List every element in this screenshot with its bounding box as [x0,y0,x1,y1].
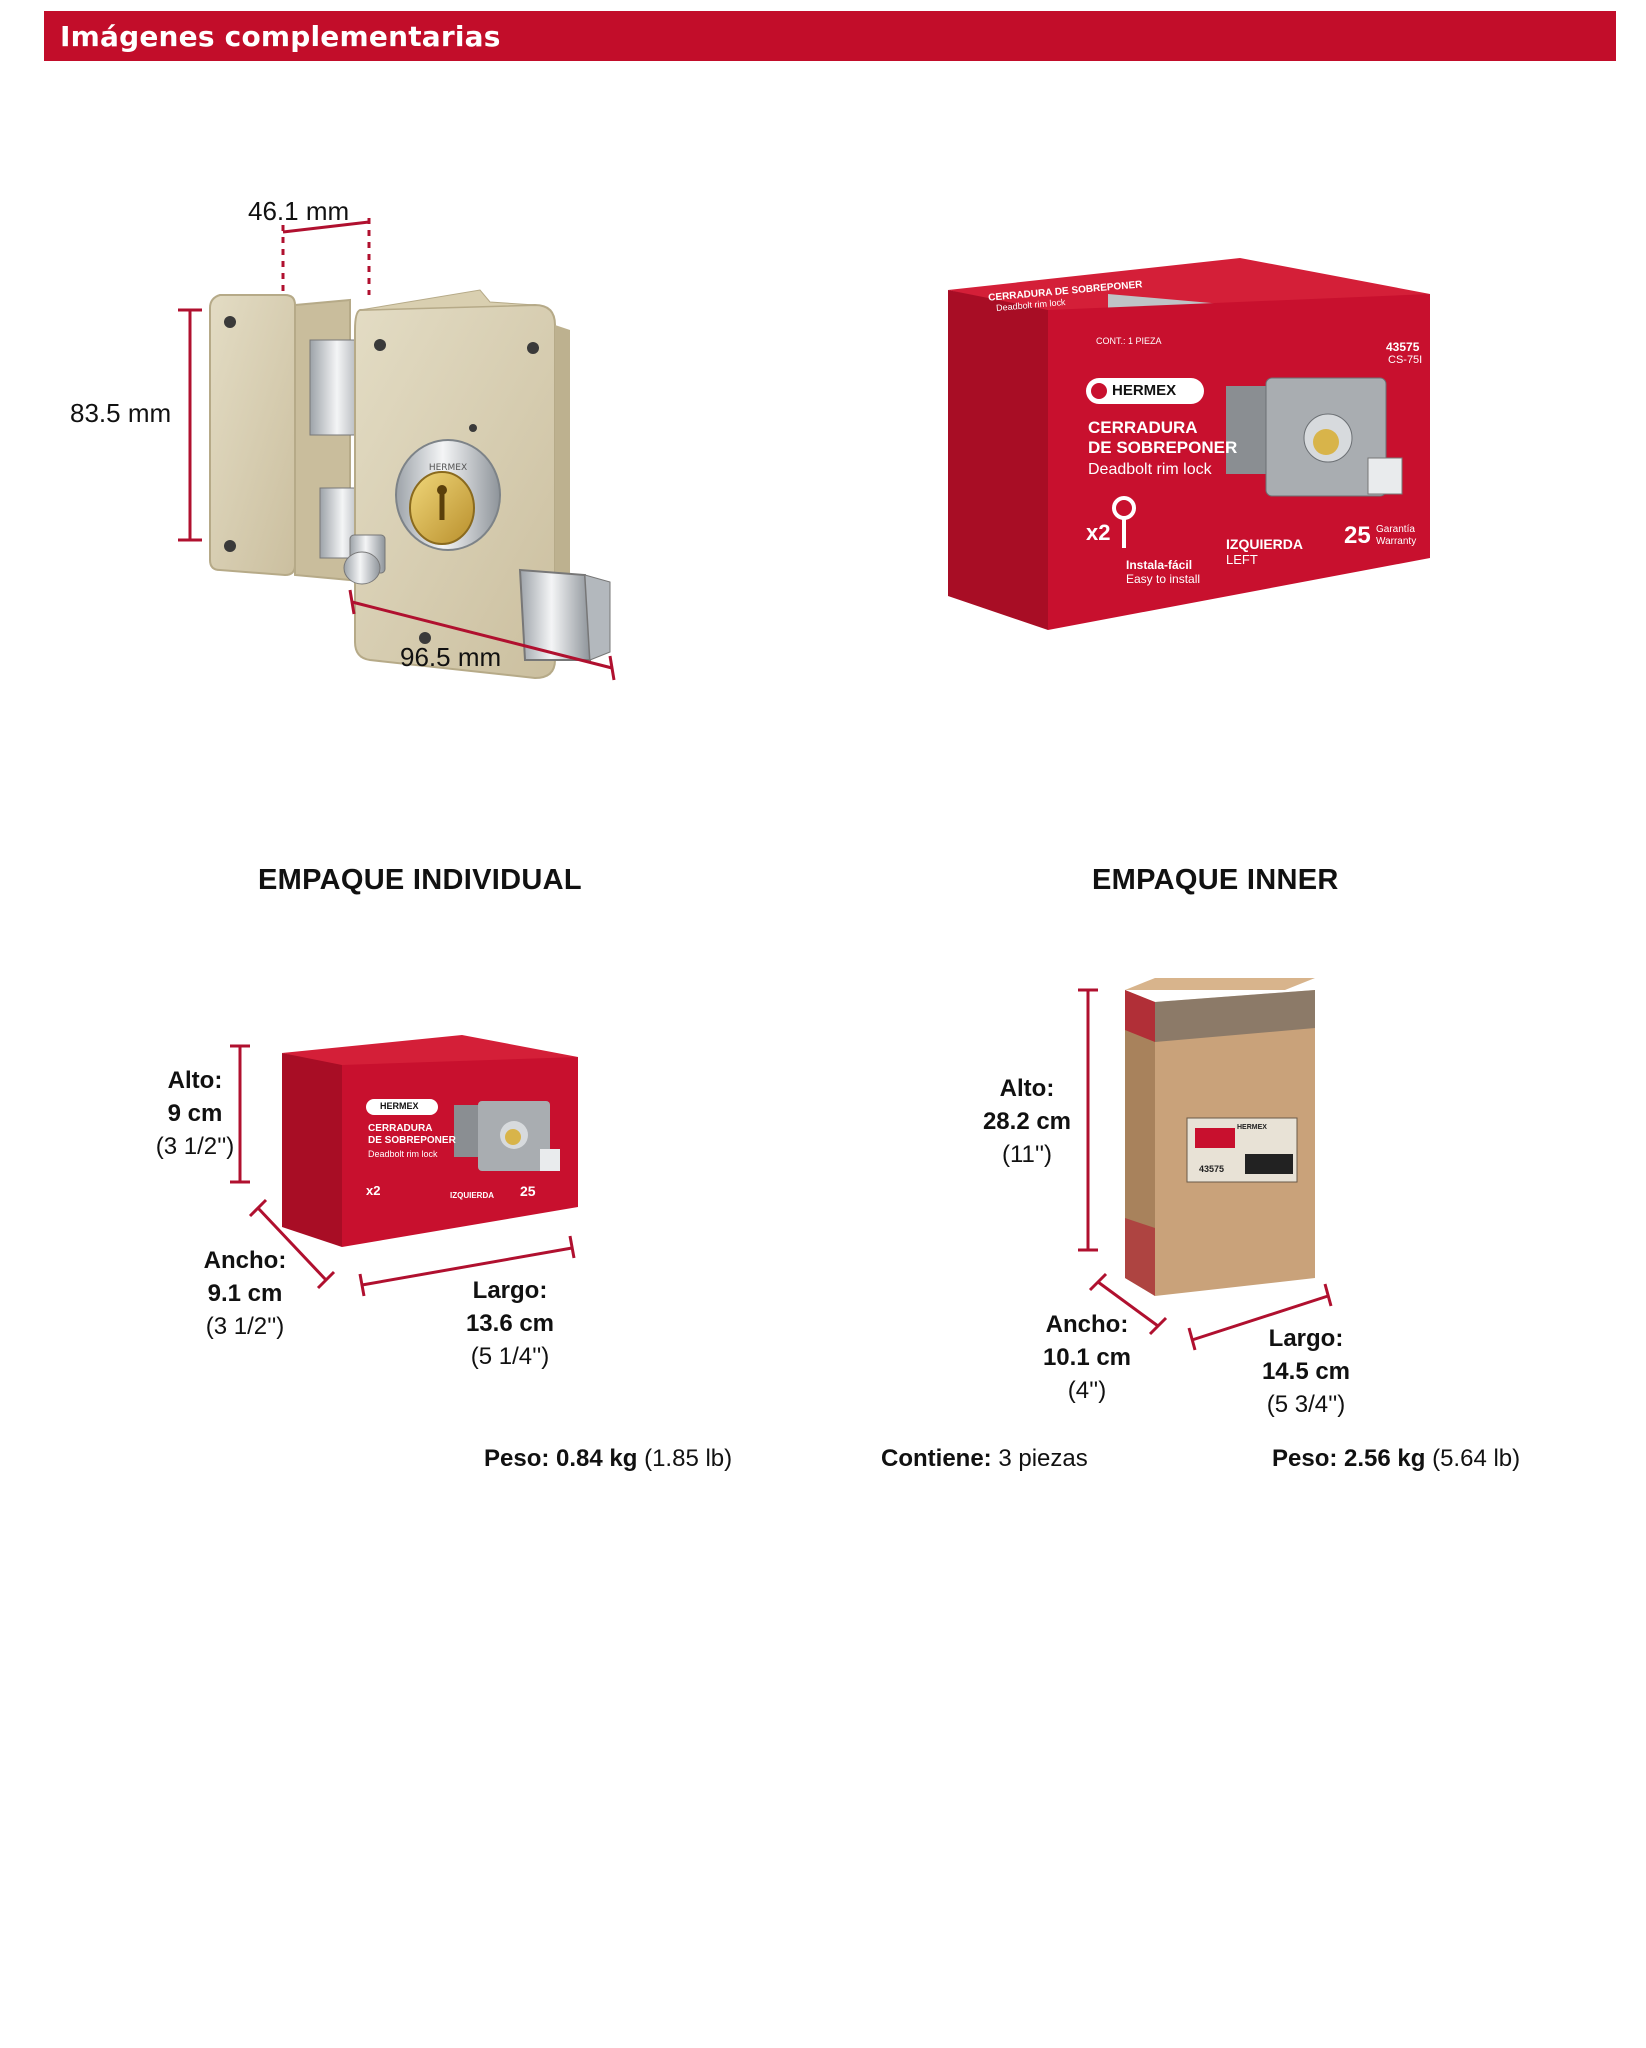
box-keys-count: x2 [1086,520,1111,545]
individual-width-imperial: (3 1/2'') [205,1313,285,1340]
box-model: CS-75I [1388,354,1423,366]
inner-height-title: Alto: [999,1075,1055,1102]
section-title: Imágenes complementarias [60,20,501,53]
inner-weight-imperial: (5.64 lb) [1432,1445,1521,1472]
inner-width-value: 10.1 cm [1042,1344,1132,1371]
box-brand-label: HERMEX [1112,382,1177,399]
inner-height-label: Alto: 28.2 cm (11'') [972,1072,1082,1171]
individual-weight: Peso: 0.84 kg (1.85 lb) [484,1445,732,1473]
small-box-title-line2: DE SOBREPONER [368,1135,456,1146]
inner-weight-label: Peso: 2.56 kg [1272,1445,1426,1472]
individual-length-value: 13.6 cm [465,1310,555,1337]
product-box-image: HERMEX CERRADURA DE SOBREPONER Deadbolt … [948,258,1438,638]
lock-illustration: HERMEX [209,289,611,680]
lock-depth-dimension: 46.1 mm [248,196,350,226]
box-side-es: IZQUIERDA [1226,536,1303,552]
box-subtitle: Deadbolt rim lock [1088,461,1212,478]
individual-length-title: Largo: [472,1277,548,1304]
inner-contents: Contiene: 3 piezas [881,1445,1088,1473]
inner-package-heading: EMPAQUE INNER [1092,864,1339,896]
box-title-line2: DE SOBREPONER [1088,438,1238,457]
box-install-en: Easy to install [1126,572,1201,586]
individual-weight-imperial: (1.85 lb) [644,1445,733,1472]
inner-contents-label: Contiene: [881,1445,992,1472]
lock-height-dimension: 83.5 mm [70,398,172,428]
individual-width-label: Ancho: 9.1 cm (3 1/2'') [190,1244,300,1343]
box-warranty-number: 25 [1344,522,1371,549]
individual-height-imperial: (3 1/2'') [155,1133,235,1160]
lock-width-dimension: 96.5 mm [400,642,502,672]
box-side-en: LEFT [1226,552,1258,567]
small-box-keys: x2 [366,1183,381,1198]
box-warranty-es: Garantía [1376,524,1415,535]
inner-box-label-code: 43575 [1199,1164,1225,1174]
individual-height-title: Alto: [167,1067,223,1094]
box-warranty-en: Warranty [1376,536,1417,547]
box-title-line1: CERRADURA [1088,418,1198,437]
inner-width-imperial: (4'') [1067,1377,1107,1404]
inner-height-imperial: (11'') [1001,1141,1053,1168]
small-box-side: IZQUIERDA [450,1191,494,1200]
section-banner: Imágenes complementarias [44,11,1616,61]
individual-package-heading: EMPAQUE INDIVIDUAL [258,864,582,896]
individual-box-image: HERMEX CERRADURA DE SOBREPONER Deadbolt … [282,1035,582,1250]
small-box-brand: HERMEX [380,1101,419,1111]
inner-height-value: 28.2 cm [982,1108,1072,1135]
individual-weight-label: Peso: 0.84 kg [484,1445,638,1472]
cylinder-brand-text: HERMEX [429,463,467,473]
inner-box-label-brand: HERMEX [1237,1124,1267,1131]
inner-weight: Peso: 2.56 kg (5.64 lb) [1272,1445,1520,1473]
individual-width-title: Ancho: [203,1247,287,1274]
inner-contents-value: 3 piezas [998,1445,1088,1472]
box-install-es: Instala-fácil [1126,558,1193,572]
individual-length-label: Largo: 13.6 cm (5 1/4'') [450,1274,570,1373]
small-box-subtitle: Deadbolt rim lock [368,1149,438,1159]
individual-height-label: Alto: 9 cm (3 1/2'') [140,1064,250,1163]
inner-length-title: Largo: [1268,1325,1344,1352]
box-contents: CONT.: 1 PIEZA [1096,336,1162,346]
small-box-title-line1: CERRADURA [368,1123,433,1134]
inner-width-label: Ancho: 10.1 cm (4'') [1032,1308,1142,1407]
inner-box-image: HERMEX 43575 [1125,978,1325,1300]
inner-length-label: Largo: 14.5 cm (5 3/4'') [1246,1322,1366,1421]
box-code: 43575 [1386,340,1420,354]
inner-length-imperial: (5 3/4'') [1266,1391,1346,1418]
individual-length-imperial: (5 1/4'') [470,1343,550,1370]
individual-height-value: 9 cm [167,1100,223,1127]
inner-length-value: 14.5 cm [1261,1358,1351,1385]
individual-width-value: 9.1 cm [207,1280,283,1307]
product-image-lock: HERMEX [190,190,660,710]
inner-width-title: Ancho: [1045,1311,1129,1338]
small-box-warranty: 25 [520,1183,536,1199]
